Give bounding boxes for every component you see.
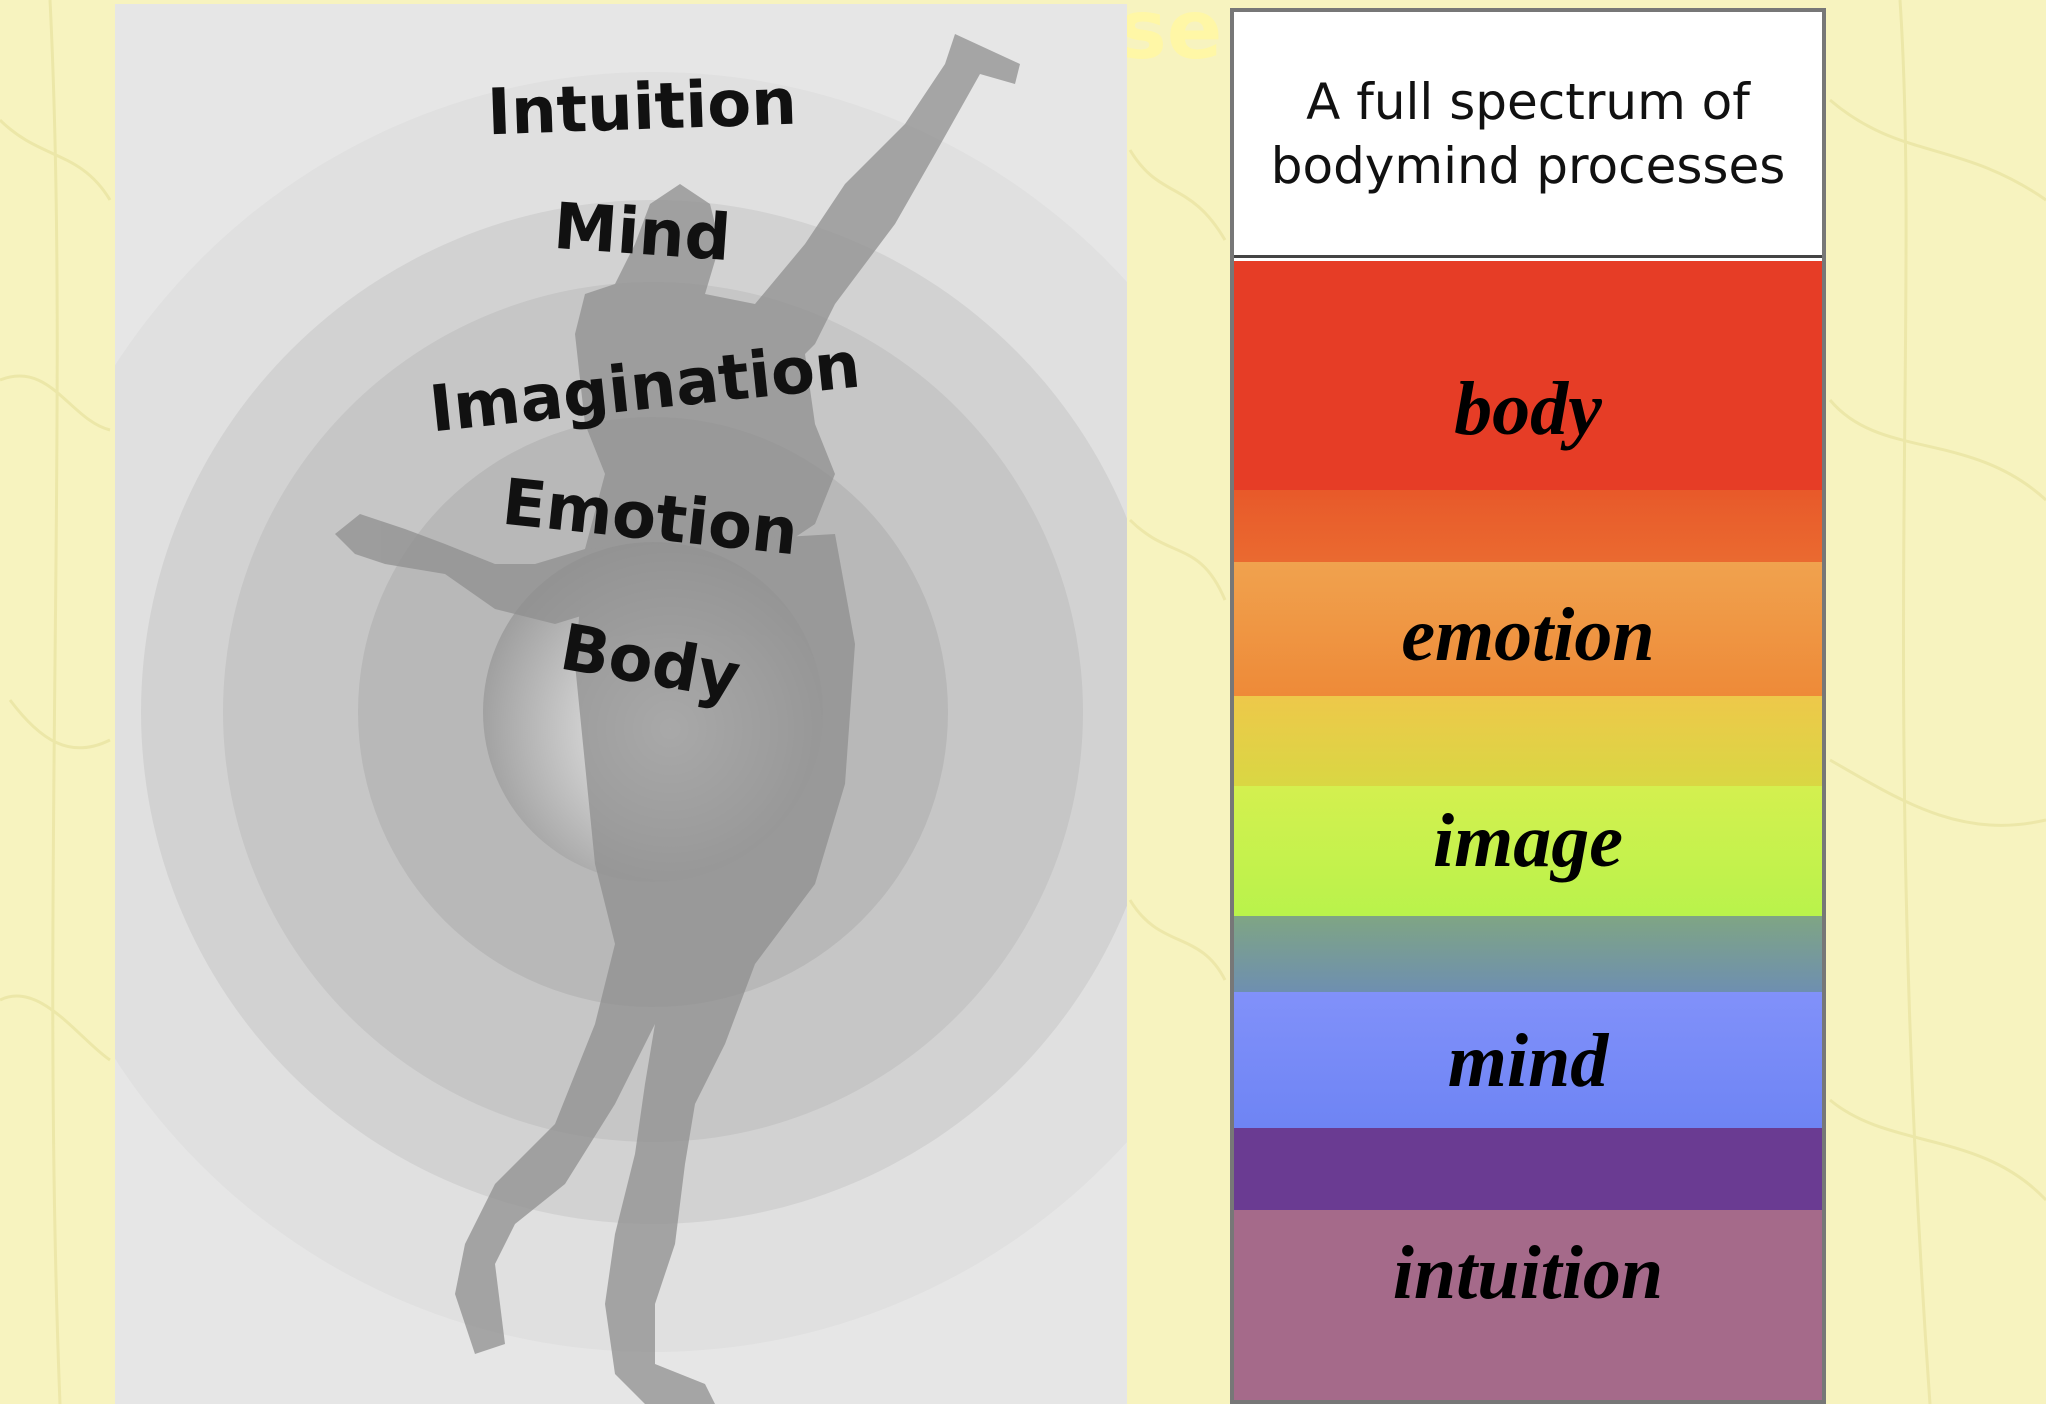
band-label-body: body (1234, 364, 1822, 454)
band-transition-2 (1234, 696, 1822, 786)
ring-label-mind: Mind (551, 190, 733, 276)
ring-label-intuition: Intuition (486, 66, 798, 151)
band-label-emotion: emotion (1234, 590, 1822, 680)
band-transition-1 (1234, 490, 1822, 562)
bodymind-spectrum-panel: A full spectrum of bodymind processes bo… (1230, 8, 1826, 1404)
band-label-intuition: intuition (1234, 1228, 1822, 1318)
background-text-fragment: se (1118, 0, 1222, 72)
band-label-image: image (1234, 796, 1822, 886)
concentric-rings-diagram: Intuition Mind Imagination Emotion Body (115, 4, 1127, 1404)
band-label-mind: mind (1234, 1016, 1822, 1106)
spectrum-title: A full spectrum of bodymind processes (1234, 12, 1822, 258)
band-transition-3 (1234, 916, 1822, 992)
bodymind-figure-panel: Intuition Mind Imagination Emotion Body (115, 4, 1127, 1404)
band-transition-4 (1234, 1128, 1822, 1210)
